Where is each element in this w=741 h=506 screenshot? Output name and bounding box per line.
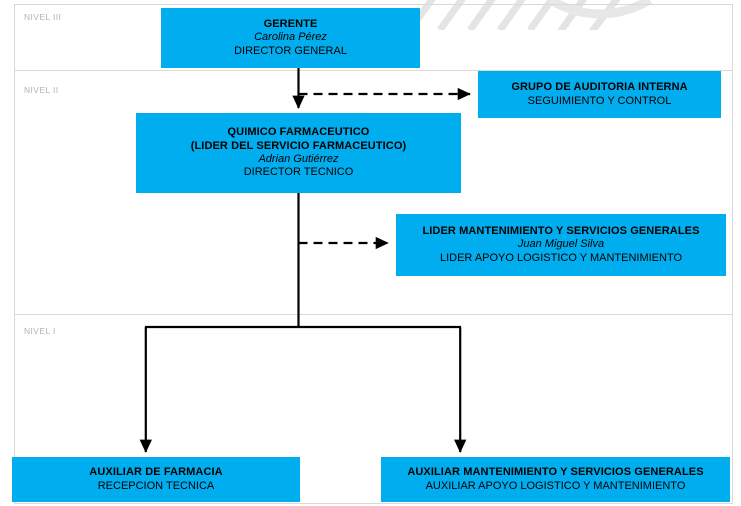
node-lider-mantenimiento-title: LIDER MANTENIMIENTO Y SERVICIOS GENERALE…	[422, 224, 700, 237]
node-lider-mantenimiento-name: Juan Miguel Silva	[517, 238, 605, 251]
level-band-nivel-i	[14, 314, 733, 504]
node-quimico-name: Adrian Gutiérrez	[258, 153, 339, 165]
node-auditoria-role: SEGUIMIENTO Y CONTROL	[527, 94, 672, 107]
node-auxiliar-farmacia-title: AUXILIAR DE FARMACIA	[89, 466, 223, 479]
node-quimico-title-line1: QUIMICO FARMACEUTICO	[227, 126, 370, 139]
node-gerente-title: GERENTE	[263, 17, 318, 30]
cutoff-row-below	[14, 501, 733, 506]
node-lider-mantenimiento-role: LIDER APOYO LOGISTICO Y MANTENIMIENTO	[439, 251, 683, 264]
node-gerente-role: DIRECTOR GENERAL	[234, 44, 347, 57]
node-auxiliar-mantenimiento-title: AUXILIAR MANTENIMIENTO Y SERVICIOS GENER…	[407, 466, 704, 479]
node-auxiliar-mantenimiento[interactable]: AUXILIAR MANTENIMIENTO Y SERVICIOS GENER…	[381, 457, 730, 502]
level-label-nivel-i: NIVEL I	[24, 326, 56, 336]
node-quimico-title-line2: (LIDER DEL SERVICIO FARMACEUTICO)	[190, 139, 407, 152]
node-lider-mantenimiento[interactable]: LIDER MANTENIMIENTO Y SERVICIOS GENERALE…	[396, 214, 726, 276]
node-auditoria-title: GRUPO DE AUDITORIA INTERNA	[511, 81, 688, 94]
node-gerente-name: Carolina Pérez	[254, 31, 327, 44]
node-quimico-role: DIRECTOR TECNICO	[243, 166, 354, 179]
node-auxiliar-mantenimiento-role: AUXILIAR APOYO LOGISTICO Y MANTENIMIENTO	[425, 479, 686, 492]
node-auditoria[interactable]: GRUPO DE AUDITORIA INTERNA SEGUIMIENTO Y…	[478, 71, 721, 118]
level-label-nivel-ii: NIVEL II	[24, 85, 59, 95]
level-label-nivel-iii: NIVEL III	[24, 12, 62, 22]
node-auxiliar-farmacia[interactable]: AUXILIAR DE FARMACIA RECEPCION TECNICA	[12, 457, 300, 502]
node-gerente[interactable]: GERENTE Carolina Pérez DIRECTOR GENERAL	[161, 8, 420, 68]
node-auxiliar-farmacia-role: RECEPCION TECNICA	[97, 479, 215, 492]
node-quimico-farmaceutico[interactable]: QUIMICO FARMACEUTICO (LIDER DEL SERVICIO…	[136, 113, 461, 193]
